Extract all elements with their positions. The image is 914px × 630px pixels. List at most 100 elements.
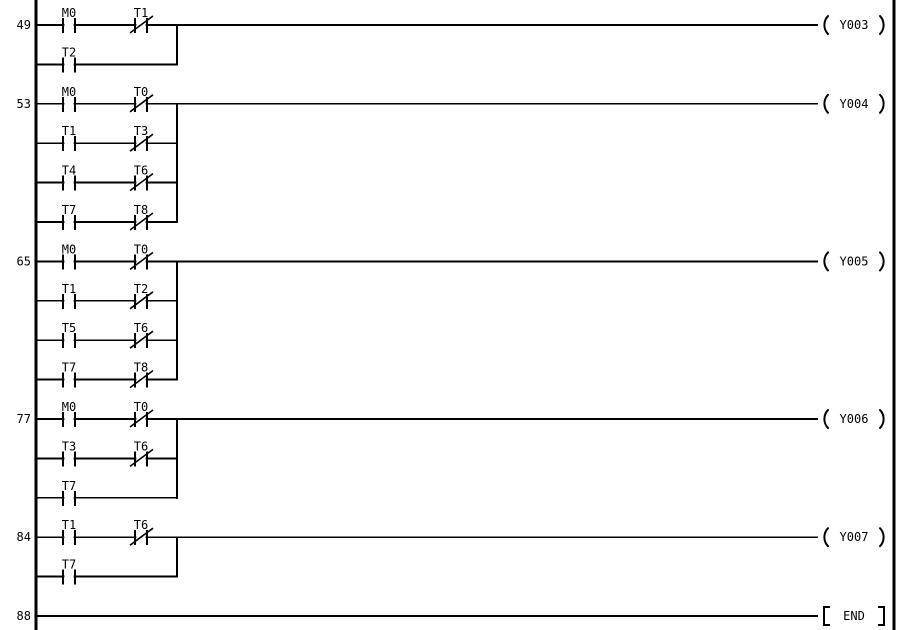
contact-gap: [64, 298, 74, 303]
contact-gap: [64, 141, 74, 146]
contact-label: M0: [62, 85, 76, 99]
contact-label: T6: [134, 518, 148, 532]
coil-paren-left: [823, 93, 829, 114]
nc-slash: [129, 172, 154, 192]
contact-label: T7: [62, 558, 76, 572]
contact-gap: [64, 456, 74, 461]
contact-label: T4: [62, 164, 76, 178]
contact-gap: [64, 259, 74, 264]
coil-paren-left: [823, 15, 829, 35]
nc-slash: [129, 448, 154, 468]
rung-number: 49: [17, 18, 31, 32]
contact-t1-nc[interactable]: T1: [129, 6, 154, 34]
contact-t0-nc[interactable]: T0: [129, 400, 154, 428]
contact-t7-no[interactable]: T7: [62, 361, 76, 388]
contact-t6-nc[interactable]: T6: [129, 518, 154, 546]
contact-t3-nc[interactable]: T3: [129, 124, 154, 152]
contact-gap: [64, 416, 74, 422]
contact-gap: [64, 495, 74, 500]
contact-t4-no[interactable]: T4: [62, 164, 76, 191]
nc-slash: [129, 212, 154, 231]
contact-t8-nc[interactable]: T8: [129, 361, 154, 389]
contact-gap: [64, 22, 74, 28]
contact-t1-no[interactable]: T1: [62, 282, 76, 309]
coil-paren-left: [823, 409, 829, 429]
coil-label: Y004: [840, 97, 869, 111]
contact-t6-nc[interactable]: T6: [129, 164, 154, 192]
contact-label: T1: [134, 6, 148, 20]
contact-m0-no[interactable]: M0: [62, 242, 76, 270]
contact-label: T1: [62, 518, 76, 532]
nc-slash: [129, 369, 154, 389]
contact-label: T0: [134, 400, 148, 414]
end-bracket-left: [823, 606, 830, 626]
coil-y006[interactable]: Y006: [823, 409, 885, 429]
nc-slash: [129, 330, 154, 349]
contact-label: T5: [62, 321, 76, 335]
contact-t2-no[interactable]: T2: [62, 45, 76, 73]
contact-label: T0: [134, 85, 148, 99]
contact-label: T2: [134, 282, 148, 296]
coil-paren-right: [879, 15, 885, 35]
coil-label: Y005: [840, 254, 869, 268]
contact-label: T7: [62, 479, 76, 493]
contact-label: T0: [134, 242, 148, 256]
contact-t0-nc[interactable]: T0: [129, 85, 154, 113]
nc-slash: [129, 291, 154, 310]
coil-y007[interactable]: Y007: [823, 527, 885, 548]
contact-label: T1: [62, 124, 76, 138]
contact-t7-no[interactable]: T7: [62, 479, 76, 506]
coil-label: Y003: [840, 18, 869, 32]
contact-label: T6: [134, 164, 148, 178]
contact-t2-nc[interactable]: T2: [129, 282, 154, 310]
contact-t6-nc[interactable]: T6: [129, 439, 154, 468]
contact-t7-no[interactable]: T7: [62, 203, 76, 230]
contact-label: M0: [62, 242, 76, 256]
contact-t8-nc[interactable]: T8: [129, 203, 154, 231]
contact-label: T8: [134, 203, 148, 217]
nc-slash: [129, 94, 154, 113]
contact-gap: [64, 574, 74, 579]
coil-y005[interactable]: Y005: [823, 251, 885, 272]
nc-slash: [129, 527, 154, 546]
contact-m0-no[interactable]: M0: [62, 400, 76, 427]
coil-y004[interactable]: Y004: [823, 93, 885, 114]
contact-m0-no[interactable]: M0: [62, 85, 76, 112]
end-bracket-right: [878, 606, 885, 626]
contact-m0-no[interactable]: M0: [62, 6, 76, 33]
contact-t6-nc[interactable]: T6: [129, 321, 154, 349]
contact-t0-nc[interactable]: T0: [129, 242, 154, 271]
contact-t1-no[interactable]: T1: [62, 124, 76, 152]
contact-gap: [64, 180, 74, 185]
contact-t3-no[interactable]: T3: [62, 439, 76, 467]
rung-number: 65: [17, 254, 31, 268]
rung-number: 53: [17, 97, 31, 111]
contact-t1-no[interactable]: T1: [62, 518, 76, 546]
contact-t5-no[interactable]: T5: [62, 321, 76, 349]
contact-label: T1: [62, 282, 76, 296]
contact-label: T8: [134, 361, 148, 375]
contact-label: T3: [62, 439, 76, 453]
end-instruction[interactable]: END: [823, 606, 885, 626]
contact-label: T7: [62, 203, 76, 217]
contact-gap: [64, 219, 74, 225]
contact-gap: [64, 62, 74, 67]
contact-label: T7: [62, 361, 76, 375]
contact-gap: [64, 338, 74, 343]
contact-label: T3: [134, 124, 148, 138]
coil-paren-right: [879, 93, 885, 114]
contact-label: T2: [62, 45, 76, 59]
contact-t7-no[interactable]: T7: [62, 558, 76, 585]
contact-gap: [64, 101, 74, 106]
rung-number: 77: [17, 412, 31, 426]
coil-label: Y006: [840, 412, 869, 426]
coil-y003[interactable]: Y003: [823, 15, 885, 35]
contact-label: T6: [134, 321, 148, 335]
